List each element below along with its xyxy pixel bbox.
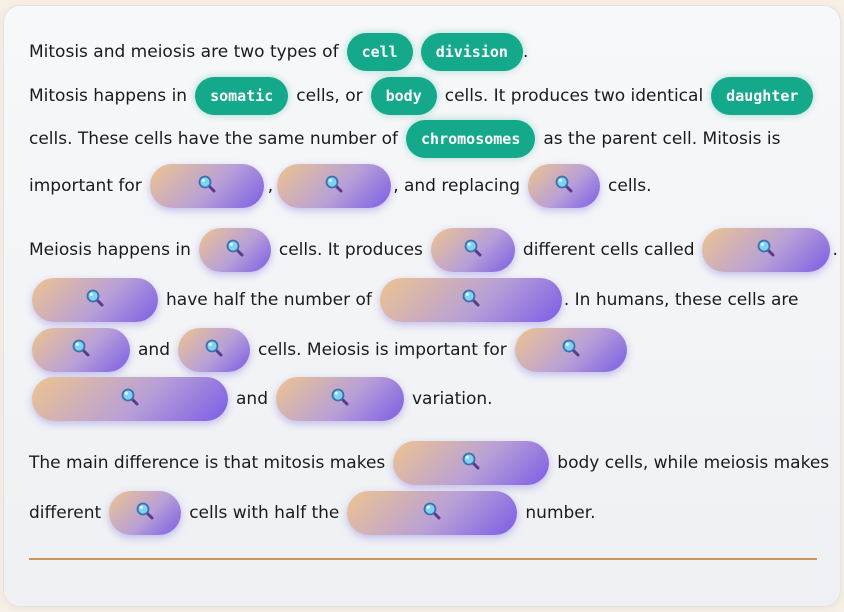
text: Mitosis happens in xyxy=(29,86,188,106)
text: cells. It produces xyxy=(278,240,423,260)
text: variation. xyxy=(411,389,493,409)
magnifier-icon xyxy=(85,288,105,313)
blank-slot[interactable] xyxy=(430,228,515,272)
text: cells. xyxy=(608,176,652,196)
magnifier-icon xyxy=(422,501,442,526)
answer-chip-body[interactable]: body xyxy=(370,77,437,115)
text: , and replacing xyxy=(393,176,521,196)
text: different xyxy=(29,503,102,523)
magnifier-icon xyxy=(204,338,224,363)
paragraph1-line4: important for , , and replacing cells. xyxy=(29,164,652,208)
magnifier-icon xyxy=(225,238,245,263)
text: . xyxy=(522,42,529,62)
text: cells with half the xyxy=(189,503,340,523)
text: Meiosis happens in xyxy=(29,240,191,260)
magnifier-icon xyxy=(461,288,481,313)
answer-chip-somatic[interactable]: somatic xyxy=(195,77,289,115)
blank-slot[interactable] xyxy=(347,491,518,535)
blank-slot[interactable] xyxy=(32,328,130,372)
text: Mitosis and meiosis are two types of xyxy=(29,42,339,62)
paragraph2-line4: and variation. xyxy=(32,377,493,421)
divider xyxy=(29,558,817,560)
fill-in-blank-card: Mitosis and meiosis are two types of cel… xyxy=(4,6,840,606)
text: cells, or xyxy=(296,86,363,106)
text: cells. Meiosis is important for xyxy=(257,340,507,360)
text: important for xyxy=(29,176,142,196)
blank-slot[interactable] xyxy=(379,278,562,322)
magnifier-icon xyxy=(71,338,91,363)
text: body cells, while meiosis makes xyxy=(557,453,830,473)
magnifier-icon xyxy=(463,238,483,263)
paragraph2-line1: Meiosis happens in cells. It produces di… xyxy=(29,228,838,272)
text: cells. These cells have the same number … xyxy=(29,129,399,149)
blank-slot[interactable] xyxy=(528,164,601,208)
blank-slot[interactable] xyxy=(198,228,271,272)
blank-slot[interactable] xyxy=(32,278,158,322)
magnifier-icon xyxy=(461,451,481,476)
blank-slot[interactable] xyxy=(32,377,228,421)
blank-slot[interactable] xyxy=(109,491,182,535)
blank-slot[interactable] xyxy=(702,228,831,272)
magnifier-icon xyxy=(554,174,574,199)
paragraph3-line1: The main difference is that mitosis make… xyxy=(29,441,829,485)
paragraph2-line2: have half the number of . In humans, the… xyxy=(32,278,798,322)
blank-slot[interactable] xyxy=(149,164,264,208)
paragraph1-line3: cells. These cells have the same number … xyxy=(29,117,780,161)
blank-slot[interactable] xyxy=(514,328,627,372)
text: and xyxy=(236,389,268,409)
magnifier-icon xyxy=(756,238,776,263)
magnifier-icon xyxy=(120,387,140,412)
paragraph3-line2: different cells with half the number. xyxy=(29,491,596,535)
answer-chip-chromosomes[interactable]: chromosomes xyxy=(406,120,536,158)
blank-slot[interactable] xyxy=(277,164,392,208)
magnifier-icon xyxy=(561,338,581,363)
magnifier-icon xyxy=(324,174,344,199)
text: The main difference is that mitosis make… xyxy=(29,453,386,473)
paragraph2-line3: and cells. Meiosis is important for xyxy=(32,328,635,372)
text: and xyxy=(138,340,170,360)
magnifier-icon xyxy=(135,501,155,526)
magnifier-icon xyxy=(197,174,217,199)
text: number. xyxy=(525,503,596,523)
answer-chip-cell[interactable]: cell xyxy=(346,33,413,71)
text: cells. It produces two identical xyxy=(444,86,704,106)
text: . xyxy=(832,240,838,260)
answer-chip-division[interactable]: division xyxy=(420,33,523,71)
text: . In humans, these cells are xyxy=(563,290,799,310)
blank-slot[interactable] xyxy=(393,441,550,485)
magnifier-icon xyxy=(330,387,350,412)
paragraph1-line1: Mitosis and meiosis are two types of cel… xyxy=(29,30,528,74)
blank-slot[interactable] xyxy=(177,328,250,372)
text: have half the number of xyxy=(166,290,372,310)
blank-slot[interactable] xyxy=(275,377,404,421)
paragraph1-line2: Mitosis happens in somatic cells, or bod… xyxy=(29,74,821,118)
text: , xyxy=(267,176,274,196)
answer-chip-daughter[interactable]: daughter xyxy=(711,77,814,115)
text: as the parent cell. Mitosis is xyxy=(543,129,781,149)
text: different cells called xyxy=(522,240,695,260)
